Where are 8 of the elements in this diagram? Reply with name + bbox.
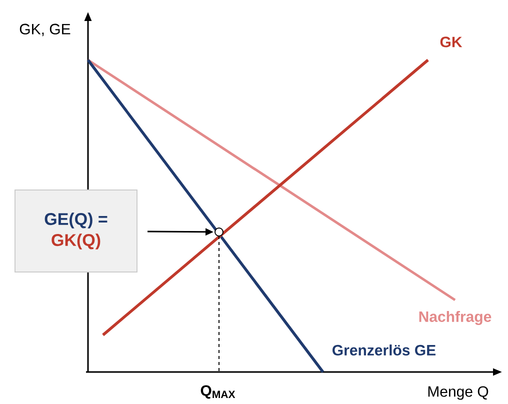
intersection-point bbox=[214, 228, 224, 236]
curve-label: Grenzerlös GE bbox=[332, 344, 436, 356]
curve-label: Nachfrage bbox=[419, 310, 492, 326]
axis-label: GK, GE bbox=[20, 24, 70, 36]
curve-label: GK bbox=[440, 36, 462, 48]
axis-label: Q$_{MAX}$ bbox=[200, 385, 236, 399]
axis-label: Menge Q bbox=[428, 386, 488, 400]
formula-box: GE(Q) = GK(Q) bbox=[14, 190, 138, 272]
